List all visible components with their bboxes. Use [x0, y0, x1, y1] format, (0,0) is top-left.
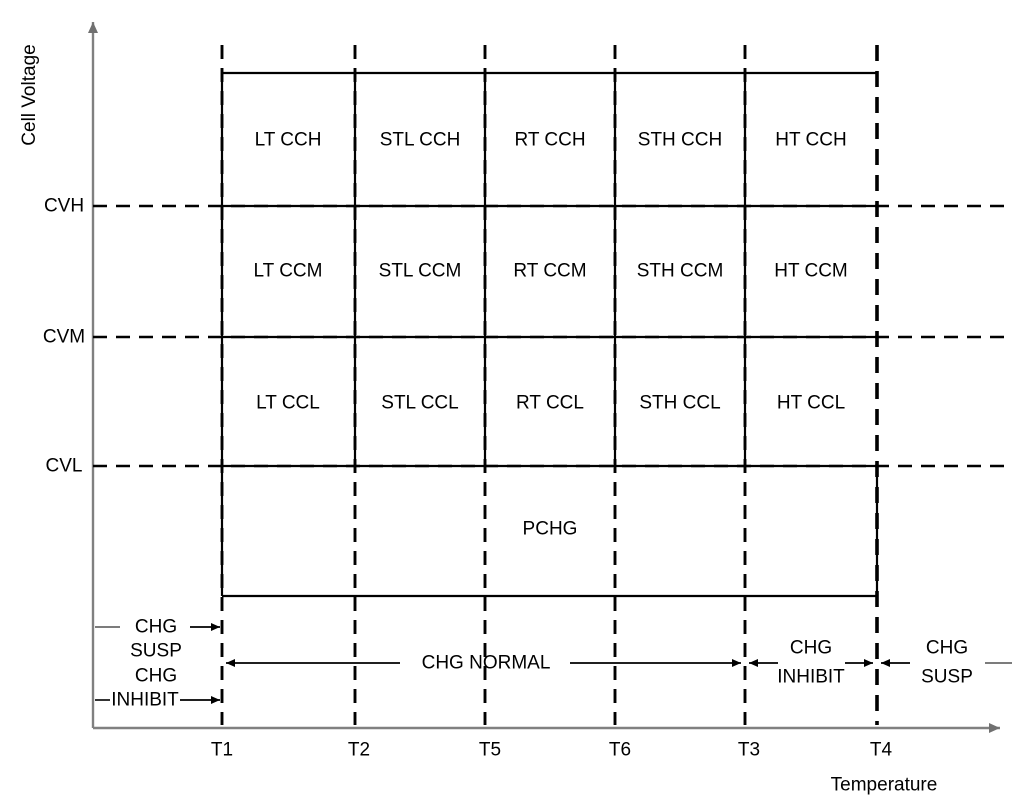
- grid-cell-sth-ccl: STH CCL: [639, 392, 721, 414]
- left-chg-inhibit-line1: CHG: [134, 665, 178, 687]
- right-chg-inhibit-line2: INHIBIT: [777, 666, 845, 688]
- temperature-tick-t2: T2: [347, 739, 371, 761]
- left-annotation-leaders: [95, 623, 220, 704]
- grid-cell-rt-ccm: RT CCM: [513, 260, 587, 282]
- charge-region-grid: [220, 71, 877, 468]
- x-axis-label: Temperature: [830, 774, 938, 796]
- voltage-label-cvl: CVL: [45, 455, 83, 477]
- chg-normal-label: CHG NORMAL: [421, 652, 551, 674]
- left-chg-susp-line2: SUSP: [130, 640, 182, 662]
- grid-cell-sth-ccm: STH CCM: [636, 260, 724, 282]
- grid-cell-stl-ccl: STL CCL: [381, 392, 459, 414]
- voltage-label-cvm: CVM: [42, 326, 86, 348]
- temperature-lines: [220, 45, 879, 725]
- temperature-tick-t1: T1: [210, 739, 234, 761]
- grid-cell-stl-ccm: STL CCM: [378, 260, 462, 282]
- pchg-band-outline: [220, 466, 879, 598]
- temperature-tick-t3: T3: [737, 739, 761, 761]
- grid-cell-ht-cch: HT CCH: [775, 129, 847, 151]
- grid-cell-lt-ccl: LT CCL: [256, 392, 320, 414]
- right-chg-susp-line1: CHG: [925, 637, 969, 659]
- pchg-band-label: PCHG: [522, 518, 578, 540]
- voltage-label-cvh: CVH: [43, 195, 85, 217]
- grid-cell-lt-ccm: LT CCM: [253, 260, 323, 282]
- grid-cell-lt-cch: LT CCH: [254, 129, 322, 151]
- right-chg-inhibit-line1: CHG: [789, 637, 833, 659]
- grid-cell-rt-ccl: RT CCL: [516, 392, 584, 414]
- grid-cell-stl-cch: STL CCH: [379, 129, 461, 151]
- grid-cell-ht-ccl: HT CCL: [776, 392, 846, 414]
- left-chg-inhibit-line2: INHIBIT: [111, 689, 179, 711]
- left-chg-susp-line1: CHG: [134, 616, 178, 638]
- grid-cell-ht-ccm: HT CCM: [774, 260, 848, 282]
- y-axis-label: Cell Voltage: [19, 44, 40, 146]
- right-chg-susp-line2: SUSP: [921, 666, 973, 688]
- grid-cell-sth-cch: STH CCH: [637, 129, 723, 151]
- temperature-tick-t6: T6: [608, 739, 632, 761]
- temperature-tick-t5: T5: [478, 739, 502, 761]
- grid-cell-rt-cch: RT CCH: [514, 129, 586, 151]
- temperature-tick-t4: T4: [869, 739, 893, 761]
